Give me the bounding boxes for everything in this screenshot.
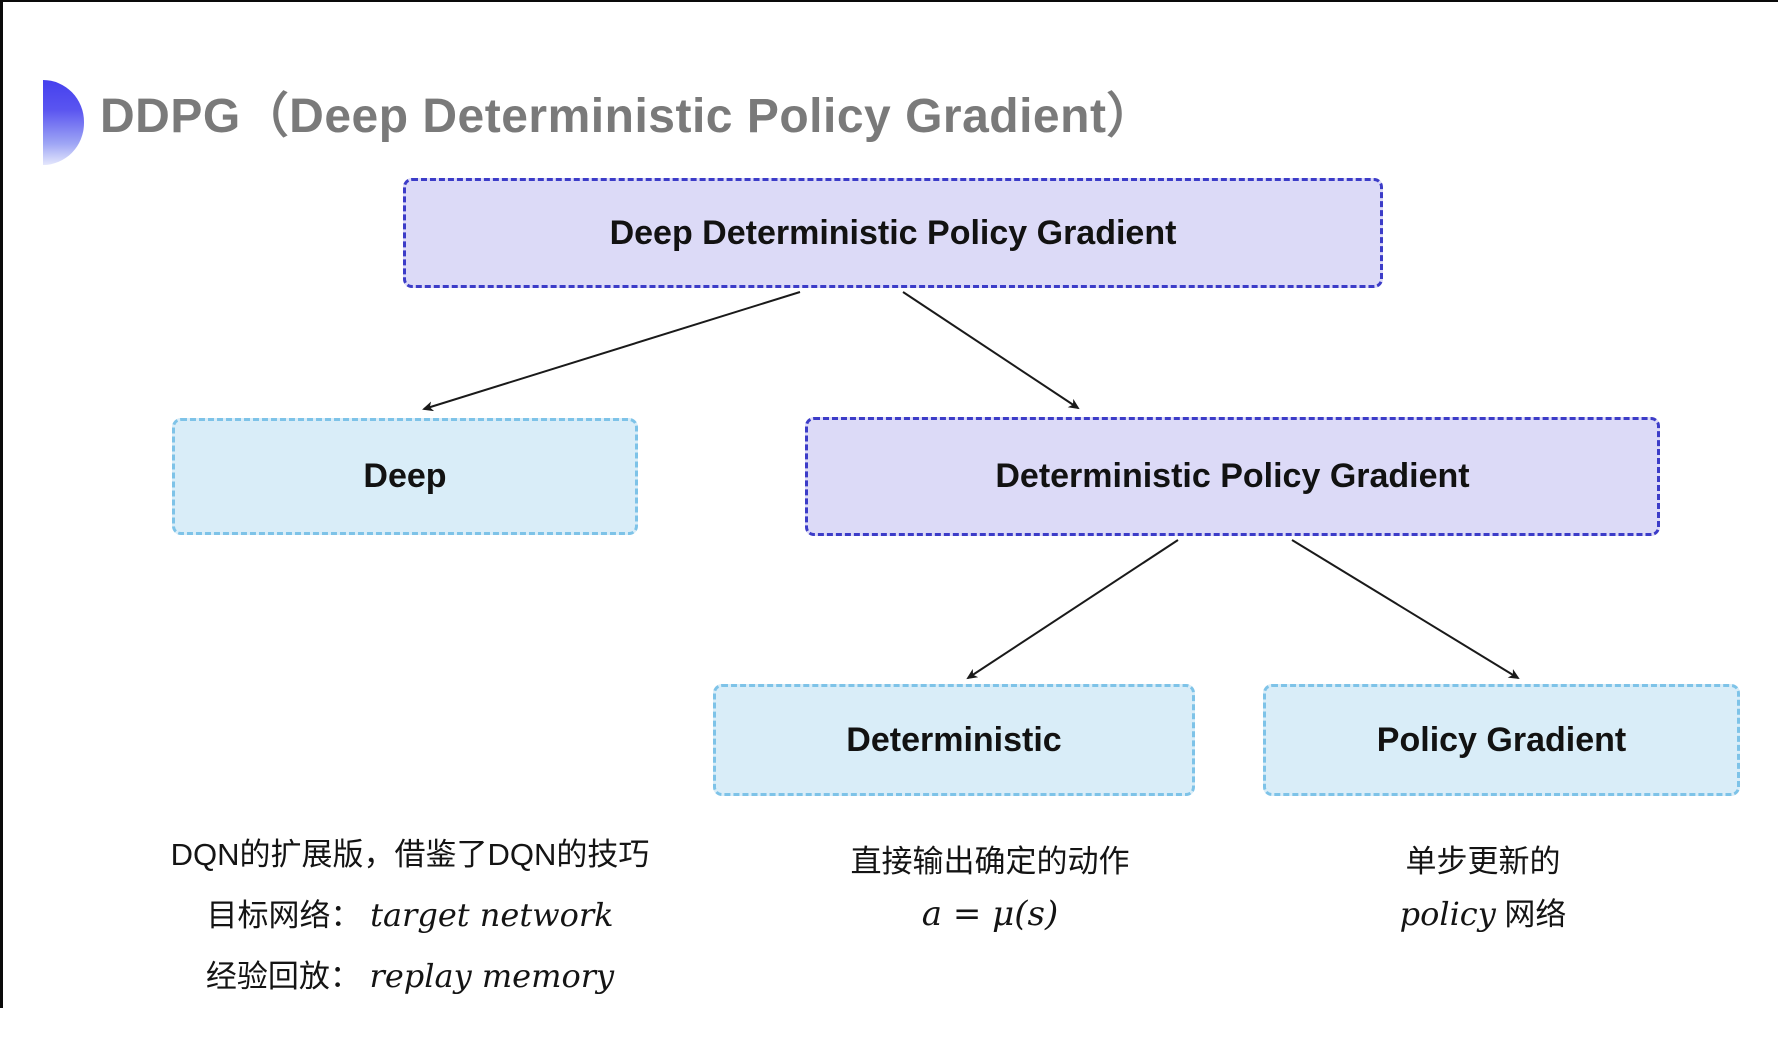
note-deep: DQN的扩展版，借鉴了DQN的技巧 目标网络： target network 经…: [90, 825, 730, 1007]
note-deep-line2: 目标网络： target network: [90, 885, 730, 946]
note-policy-gradient: 单步更新的 policy 网络: [1233, 836, 1733, 941]
node-deterministic-label: Deterministic: [846, 720, 1062, 759]
node-policy-gradient: Policy Gradient: [1263, 684, 1740, 796]
note-deterministic-line1: 直接输出确定的动作: [850, 844, 1130, 879]
screenshot-left-border: [0, 0, 3, 1008]
note-deep-line3-label: 经验回放：: [205, 959, 361, 994]
note-deep-line2-label: 目标网络：: [206, 898, 362, 933]
note-deterministic: 直接输出确定的动作 a = μ(s): [740, 836, 1240, 941]
node-root-ddpg: Deep Deterministic Policy Gradient: [403, 178, 1383, 288]
note-policy-gradient-line2: policy 网络: [1233, 888, 1733, 941]
screenshot-top-border: [0, 0, 1778, 2]
node-dpg-label: Deterministic Policy Gradient: [995, 457, 1470, 495]
note-policy-gradient-line1: 单步更新的: [1405, 844, 1561, 879]
title-bullet-icon: [43, 80, 84, 165]
node-root-label: Deep Deterministic Policy Gradient: [609, 213, 1177, 252]
note-deep-line1: DQN的扩展版，借鉴了DQN的技巧: [170, 837, 650, 872]
arrow-dpg-to-policy-gradient: [1291, 539, 1520, 680]
node-policy-gradient-label: Policy Gradient: [1376, 720, 1627, 759]
note-policy-gradient-line2-rest: 网络: [1504, 897, 1567, 932]
node-deep: Deep: [172, 418, 638, 535]
note-deep-line3: 经验回放： replay memory: [90, 946, 730, 1007]
arrow-root-to-deep: [422, 291, 801, 412]
formula-a-mu-s: a = μ(s): [921, 894, 1059, 934]
node-deterministic-policy-gradient: Deterministic Policy Gradient: [805, 417, 1660, 536]
page-title: DDPG（Deep Deterministic Policy Gradient）: [100, 90, 1155, 143]
arrow-root-to-dpg: [902, 291, 1080, 410]
note-deep-line3-value: replay memory: [369, 957, 615, 995]
note-deterministic-formula: a = μ(s): [740, 888, 1240, 941]
note-deep-line2-value: target network: [370, 896, 614, 934]
node-deep-label: Deep: [363, 457, 447, 495]
arrow-dpg-to-deterministic: [966, 539, 1179, 680]
note-policy-gradient-line2-italic: policy: [1399, 895, 1496, 933]
node-deterministic: Deterministic: [713, 684, 1195, 796]
